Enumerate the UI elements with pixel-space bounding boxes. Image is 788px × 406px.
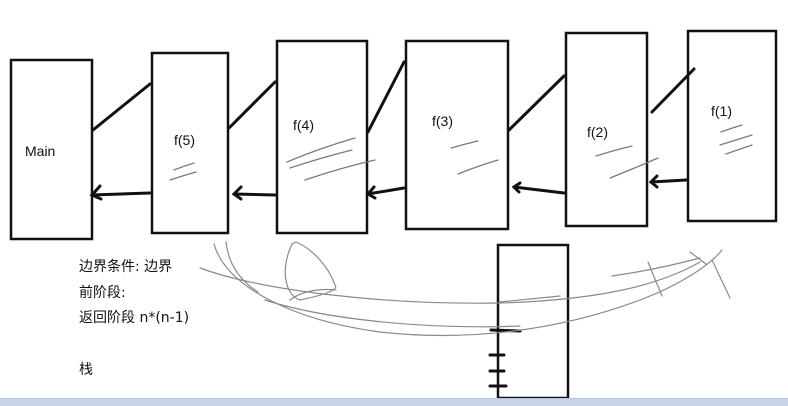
f1-frame-box <box>686 29 778 223</box>
forward-phase-note: 前阶段: <box>79 285 126 301</box>
f1-frame-label: f(1) <box>711 103 732 119</box>
stack-ticks <box>488 328 522 388</box>
freehand-scribbles <box>199 241 731 337</box>
main-frame-box <box>9 58 94 241</box>
main-frame-label: Main <box>25 143 56 159</box>
return-arrows <box>89 174 688 201</box>
return-phase-note: 返回阶段 n*(n-1) <box>79 310 190 326</box>
f5-frame-label: f(5) <box>174 132 195 148</box>
f2-frame-label: f(2) <box>587 124 608 140</box>
stack-note: 栈 <box>79 362 93 378</box>
f3-frame-box <box>404 39 510 231</box>
frame-scribbles <box>169 124 753 181</box>
boundary-condition-note: 边界条件: 边界 <box>79 259 173 275</box>
f4-frame-box <box>275 39 369 235</box>
call-arrows <box>91 60 696 134</box>
f5-frame-box <box>150 51 230 235</box>
f3-frame-label: f(3) <box>432 113 453 129</box>
bottom-scrollbar-strip <box>0 398 788 406</box>
stack-box <box>496 243 570 400</box>
f2-frame-box <box>564 31 649 228</box>
f4-frame-label: f(4) <box>293 117 314 133</box>
